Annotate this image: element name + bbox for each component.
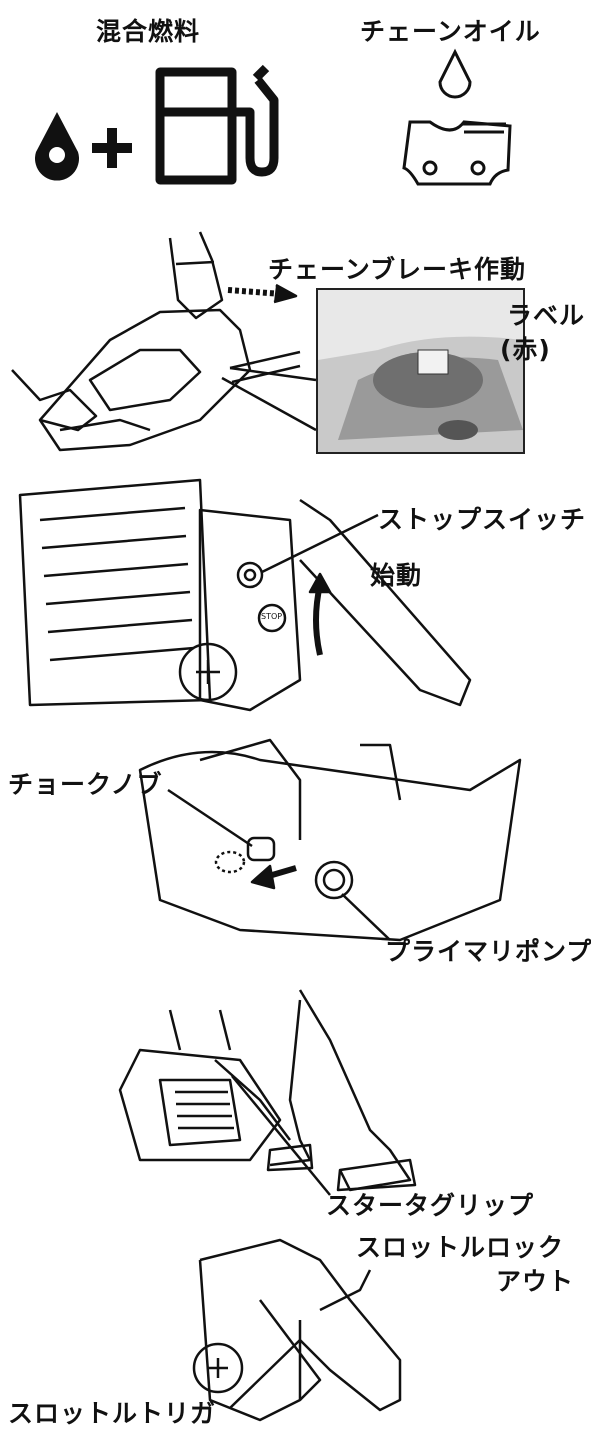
fuel-drop-icon bbox=[35, 112, 80, 181]
brake-label-photo bbox=[316, 288, 525, 454]
mixed-fuel-label: 混合燃料 bbox=[96, 17, 201, 46]
label-red-line1: ラベル bbox=[507, 301, 586, 330]
chain-oil-label: チェーンオイル bbox=[360, 17, 541, 46]
throttle-illustration bbox=[192, 1238, 402, 1422]
stop-badge: STOP bbox=[261, 612, 283, 621]
choke-illustration bbox=[138, 738, 522, 942]
choke-knob-label: チョークノブ bbox=[8, 770, 163, 799]
plus-icon bbox=[92, 128, 132, 168]
starter-grip-label: スタータグリップ bbox=[326, 1191, 535, 1220]
stop-switch-illustration bbox=[18, 478, 472, 712]
primer-pump-label: プライマリポンプ bbox=[385, 937, 591, 966]
chain-oil-icon bbox=[402, 48, 512, 186]
throttle-lockout-label-line2: アウト bbox=[496, 1267, 575, 1296]
stop-switch-label: ストップスイッチ bbox=[378, 505, 587, 534]
throttle-lockout-label-line1: スロットルロック bbox=[356, 1233, 565, 1262]
throttle-trigger-label: スロットルトリガ bbox=[8, 1399, 217, 1428]
chain-brake-label: チェーンブレーキ作動 bbox=[268, 255, 527, 284]
start-label: 始動 bbox=[370, 561, 423, 590]
label-red-line2: (赤) bbox=[500, 335, 551, 364]
chain-brake-illustration bbox=[11, 231, 317, 452]
starter-illustration bbox=[118, 989, 417, 1196]
fuel-pump-icon bbox=[155, 64, 279, 185]
